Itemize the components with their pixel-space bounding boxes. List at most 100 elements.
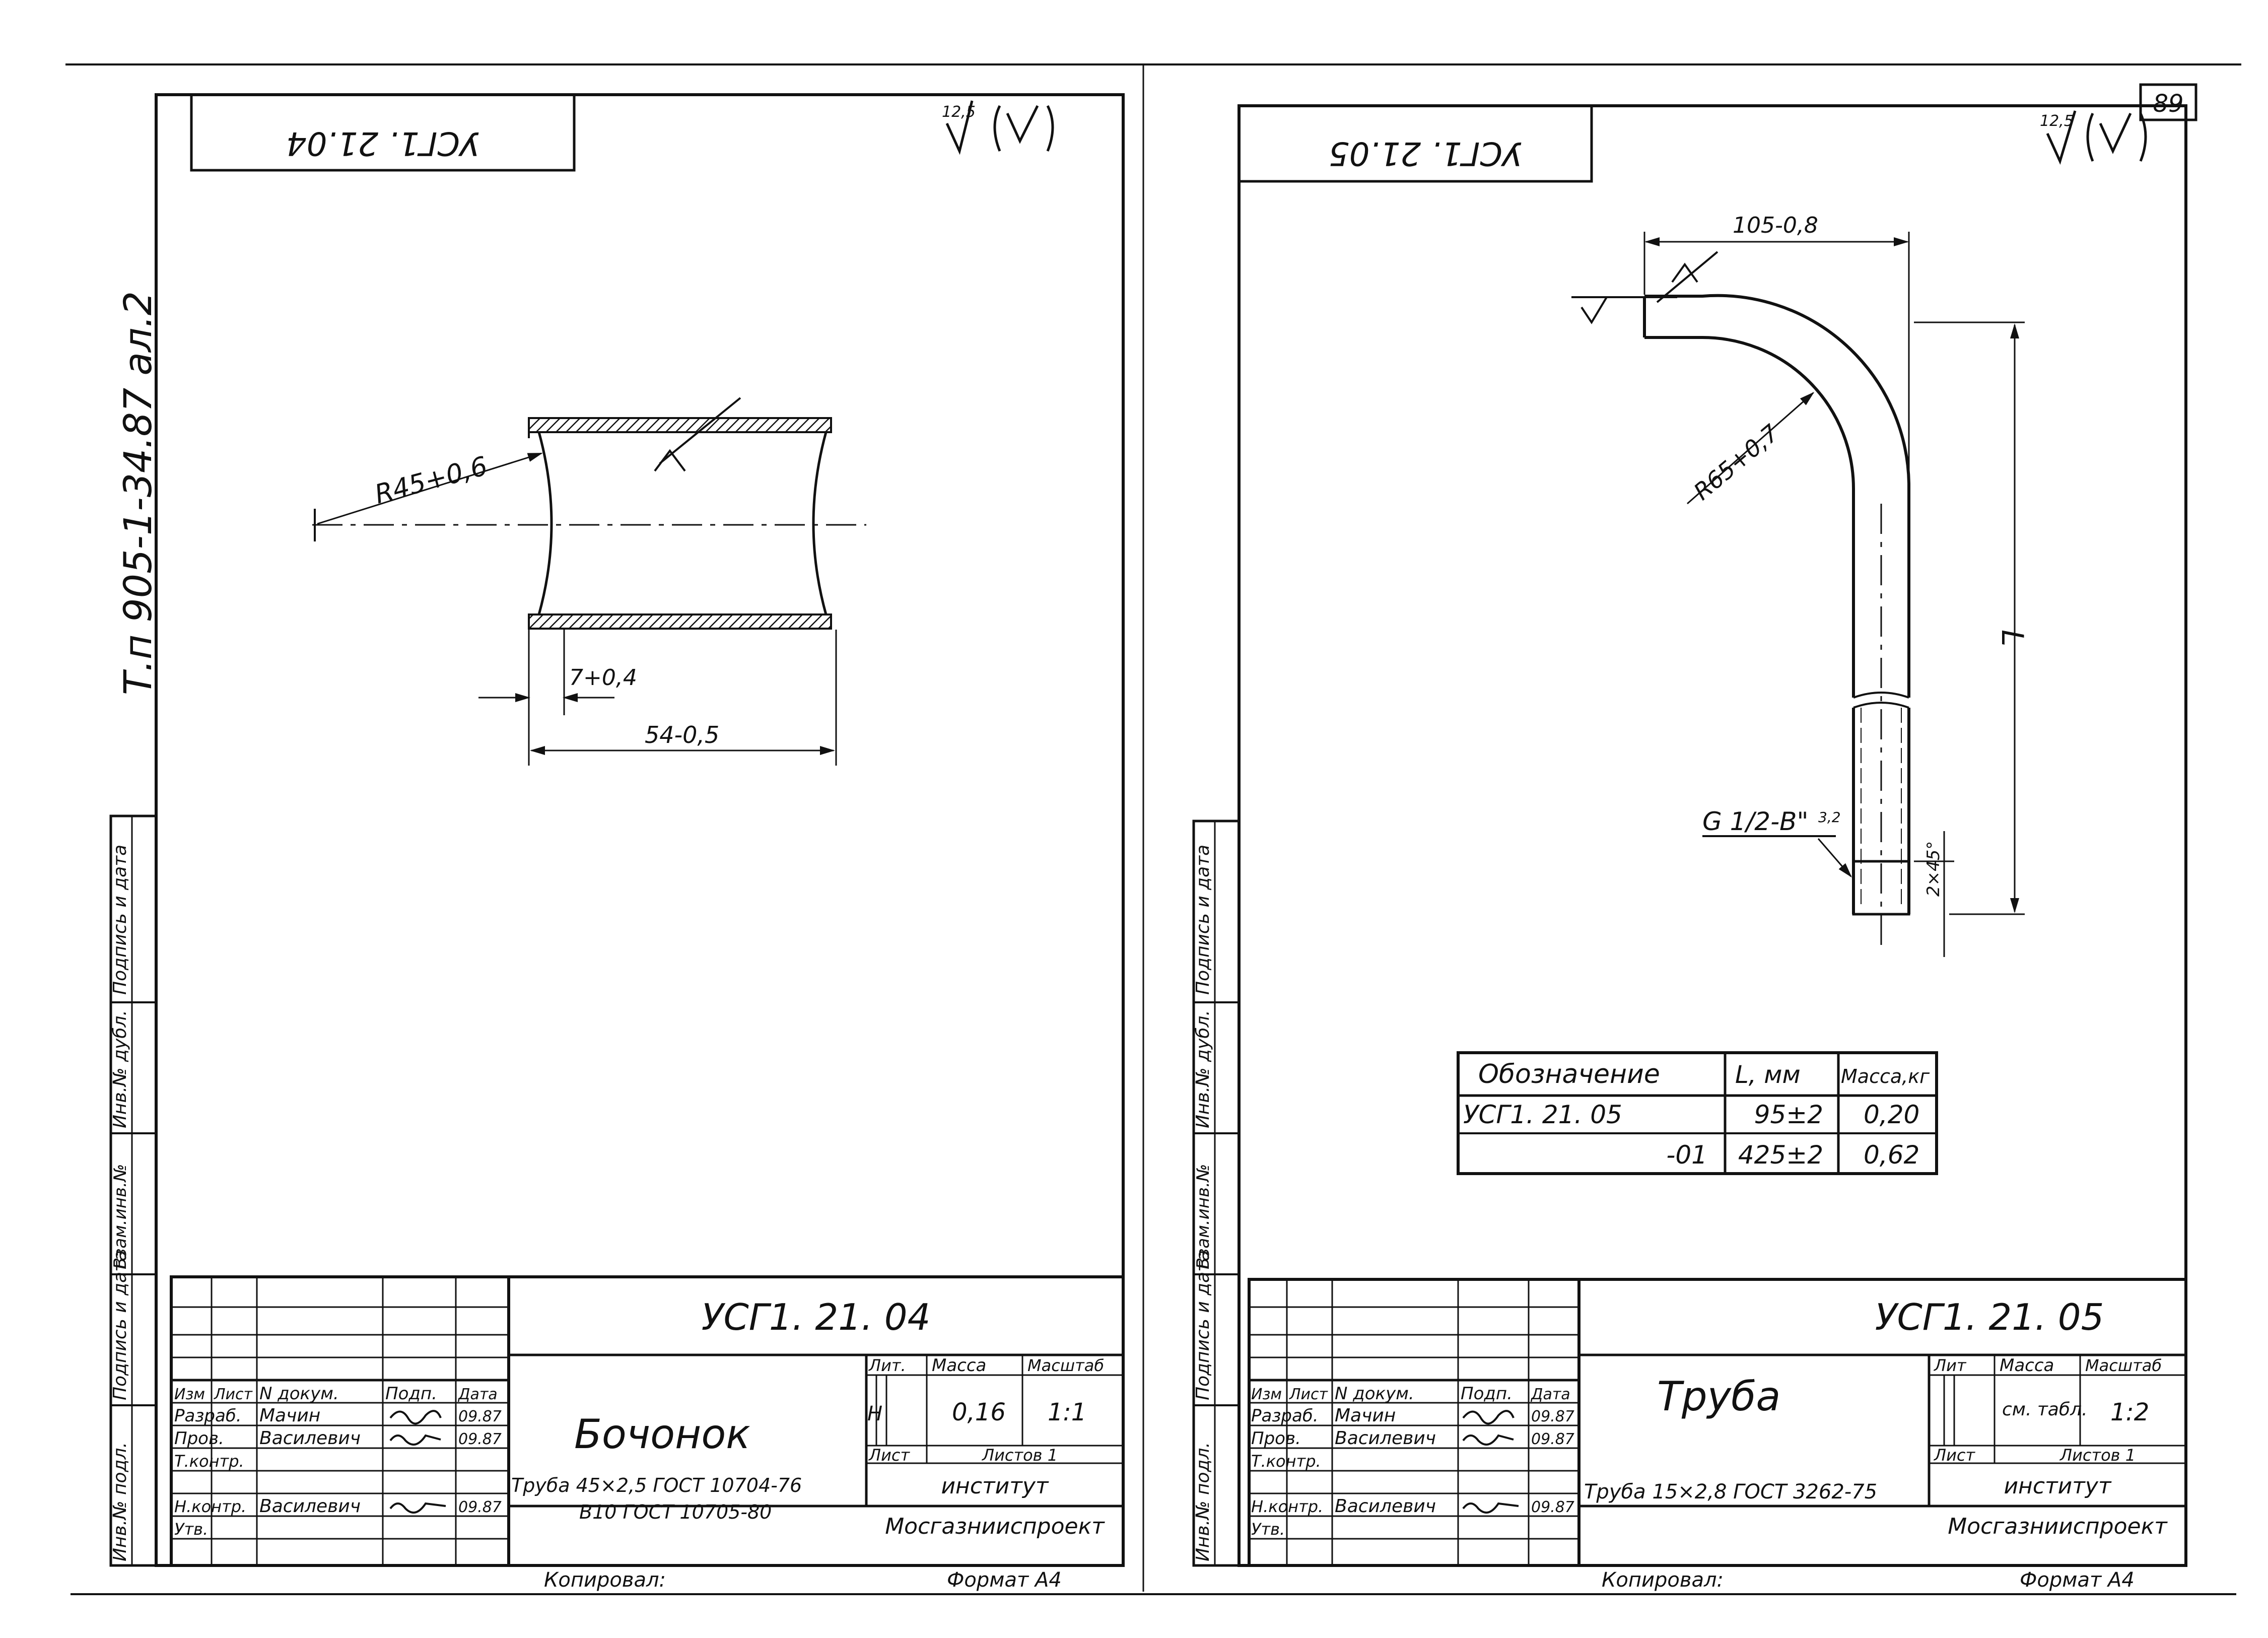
- svg-text:Дата: Дата: [457, 1386, 498, 1403]
- right-side-stamp-signature-2: Подпись и дата: [1193, 1250, 1213, 1400]
- svg-text:Мачин: Мачин: [259, 1405, 320, 1426]
- right-side-stamp-dup: Инв.№ дубл.: [1193, 1010, 1213, 1128]
- svg-text:Труба 15×2,8 ГОСТ 3262-75: Труба 15×2,8 ГОСТ 3262-75: [1584, 1480, 1877, 1504]
- svg-text:Мачин: Мачин: [1335, 1405, 1396, 1426]
- svg-text:Мосгазнииспроект: Мосгазнииспроект: [885, 1514, 1105, 1539]
- svg-text:N докум.: N докум.: [259, 1384, 339, 1404]
- side-stamp-signature-2: Подпись и дата: [110, 1250, 130, 1400]
- left-frame: [155, 93, 1125, 1567]
- signature-1: [389, 1410, 442, 1425]
- spec-row1-mass: 0,20: [1864, 1100, 1919, 1129]
- svg-text:Утв.: Утв.: [1251, 1520, 1285, 1539]
- svg-text:09.87: 09.87: [1531, 1408, 1574, 1425]
- svg-text:Утв.: Утв.: [174, 1520, 208, 1539]
- svg-text:Масса: Масса: [932, 1355, 986, 1376]
- svg-text:12,5: 12,5: [2040, 112, 2074, 130]
- left-radius-dim: R45+0,6: [372, 451, 491, 510]
- side-stamp-original: Инв.№ подл.: [110, 1442, 130, 1561]
- side-stamp-dup: Инв.№ дубл.: [110, 1010, 130, 1128]
- right-sheet: Подпись и дата Инв.№ дубл. Взам.инв.№ По…: [1192, 104, 2187, 1592]
- svg-text:Изм: Изм: [1251, 1386, 1282, 1403]
- svg-text:Лит.: Лит.: [868, 1356, 906, 1375]
- svg-text:Н.контр.: Н.контр.: [174, 1497, 246, 1516]
- svg-text:Т.контр.: Т.контр.: [174, 1452, 244, 1471]
- right-spec-table: Обозначение L, мм Масса,кг УСГ1. 21. 05 …: [1457, 1051, 1938, 1175]
- page-number: 89: [2153, 90, 2183, 118]
- left-top-stamp-box: [190, 93, 576, 172]
- svg-text:Василевич: Василевич: [259, 1428, 361, 1449]
- pipe-inner: [1644, 336, 1855, 698]
- left-part-name: Бочонок: [574, 1411, 750, 1458]
- svg-text:Масштаб: Масштаб: [2085, 1356, 2162, 1375]
- left-side-stamp: Подпись и дата Инв.№ дубл. Взам.инв.№ По…: [109, 814, 158, 1567]
- svg-text:Масса: Масса: [2000, 1355, 2054, 1376]
- right-roughness-icon: 12,5: [2040, 110, 2147, 165]
- page-number-box: [2139, 83, 2197, 121]
- radius-leader: [317, 452, 543, 525]
- barrel-wall-bottom: [528, 613, 832, 630]
- spec-header-length: L, мм: [1735, 1061, 1801, 1089]
- right-chamfer-dim: 2×45°: [1923, 841, 1944, 897]
- svg-text:09.87: 09.87: [1531, 1430, 1574, 1448]
- right-part-name: Труба: [1657, 1373, 1780, 1420]
- svg-text:Подп.: Подп.: [1461, 1384, 1513, 1404]
- right-title-block: Изм Лист N докум. Подп. Дата Разраб. Мач…: [1248, 1278, 2187, 1567]
- right-copied-by: Копировал:: [1602, 1568, 1724, 1592]
- right-side-stamp: Подпись и дата Инв.№ дубл. Взам.инв.№ По…: [1192, 820, 1241, 1567]
- left-sheet: Подпись и дата Инв.№ дубл. Взам.инв.№ По…: [109, 93, 1125, 1592]
- left-length-dim: 54-0,5: [645, 721, 719, 748]
- svg-text:Пров.: Пров.: [1251, 1428, 1301, 1449]
- svg-text:Н: Н: [867, 1402, 882, 1425]
- svg-text:Труба 45×2,5 ГОСТ 10704-76: Труба 45×2,5 ГОСТ 10704-76: [511, 1474, 802, 1496]
- svg-text:0,16: 0,16: [952, 1398, 1006, 1426]
- side-stamp-signature: Подпись и дата: [110, 845, 130, 995]
- pipe-outer: [1644, 294, 1910, 698]
- svg-text:Т.контр.: Т.контр.: [1251, 1452, 1321, 1471]
- svg-text:Разраб.: Разраб.: [174, 1406, 242, 1426]
- r-signature-3: [1462, 1502, 1519, 1514]
- svg-text:N докум.: N докум.: [1335, 1384, 1414, 1404]
- right-top-stamp: УСГ1. 21.05: [1329, 134, 1522, 172]
- svg-text:09.87: 09.87: [458, 1498, 502, 1516]
- svg-text:Лист: Лист: [1934, 1446, 1975, 1465]
- end-roughness-mark: [1571, 296, 1677, 324]
- r-signature-2: [1462, 1434, 1514, 1446]
- svg-text:Мосгазнииспроект: Мосгазнииспроект: [1948, 1514, 2168, 1539]
- barrel-wall-top: [528, 417, 832, 433]
- svg-text:1:2: 1:2: [2110, 1398, 2149, 1426]
- barrel-end-right: [812, 432, 828, 615]
- svg-text:В10 ГОСТ 10705-80: В10 ГОСТ 10705-80: [579, 1501, 772, 1523]
- signature-2: [389, 1434, 441, 1446]
- right-radius-dim: R65+0,7: [1688, 419, 1784, 505]
- spec-header-designation: Обозначение: [1478, 1059, 1660, 1089]
- right-side-stamp-replace: Взам.инв.№: [1193, 1164, 1213, 1269]
- spec-header-mass: Масса,кг: [1841, 1065, 1930, 1087]
- svg-text:Василевич: Василевич: [1335, 1496, 1436, 1517]
- left-wall-dim: 7+0,4: [569, 665, 637, 691]
- right-designation: УСГ1. 21. 05: [1875, 1296, 2104, 1338]
- svg-text:09.87: 09.87: [1531, 1498, 1574, 1516]
- svg-text:Лит: Лит: [1934, 1356, 1967, 1375]
- svg-text:Листов 1: Листов 1: [982, 1446, 1058, 1465]
- svg-text:см. табл.: см. табл.: [2002, 1399, 2088, 1420]
- right-side-stamp-original: Инв.№ подл.: [1193, 1442, 1213, 1561]
- svg-text:Лист: Лист: [1289, 1386, 1329, 1403]
- svg-text:Н.контр.: Н.контр.: [1251, 1497, 1323, 1516]
- barrel-end-left: [537, 432, 553, 615]
- svg-text:институт: институт: [2004, 1473, 2111, 1499]
- spec-row2-length: 425±2: [1738, 1140, 1823, 1170]
- svg-text:Подп.: Подп.: [385, 1384, 437, 1404]
- svg-text:Разраб.: Разраб.: [1251, 1406, 1319, 1426]
- svg-text:институт: институт: [941, 1473, 1049, 1499]
- margin-text: Т.п 905-1-34.87 ал.2: [115, 291, 160, 695]
- signature-3: [389, 1502, 446, 1514]
- side-stamp-replace: Взам.инв.№: [110, 1164, 130, 1269]
- svg-text:Лист: Лист: [214, 1386, 253, 1403]
- svg-text:Василевич: Василевич: [1335, 1428, 1436, 1449]
- spec-row1-length: 95±2: [1754, 1100, 1823, 1129]
- svg-text:Лист: Лист: [868, 1446, 910, 1465]
- svg-text:09.87: 09.87: [458, 1430, 502, 1448]
- svg-text:Масштаб: Масштаб: [1027, 1356, 1104, 1375]
- svg-text:Василевич: Василевич: [259, 1496, 361, 1517]
